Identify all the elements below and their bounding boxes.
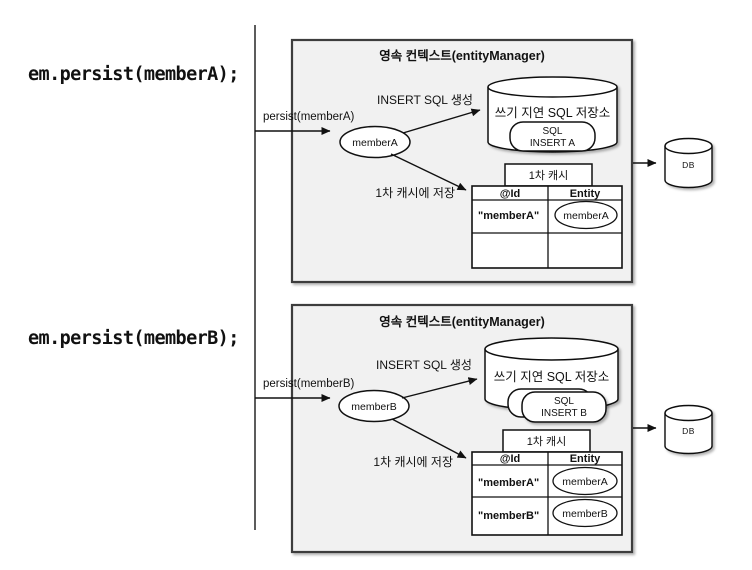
persist-arrow-label-a: persist(memberA) <box>263 111 355 123</box>
table-header-id-a: @Id <box>500 188 521 200</box>
insert-sql-label-a: INSERT SQL 생성 <box>377 93 473 107</box>
table-row1-entity-ellipse-a <box>554 200 618 230</box>
table-row1-entity-label-a: memberA <box>563 210 609 222</box>
sql-pill-line1-b: SQL <box>554 396 574 407</box>
persist-arrow-label-b: persist(memberB) <box>263 378 355 390</box>
table-row2-entity-label-b: memberB <box>562 508 608 520</box>
cache-tab-label-b: 1차 캐시 <box>527 435 567 448</box>
db-label-b: DB <box>682 426 695 436</box>
table-header-entity-b: Entity <box>570 453 601 465</box>
db-label-a: DB <box>682 160 695 170</box>
table-row1-entity-ellipse-b <box>552 466 618 496</box>
entity-ellipse-label-a: memberA <box>352 137 398 149</box>
table-row1-id-b: "memberA" <box>478 477 539 489</box>
db-cylinder-a <box>664 137 713 189</box>
cache-save-label-a: 1차 캐시에 저장 <box>375 186 455 200</box>
entity-ellipse-a <box>339 125 411 159</box>
cache-table-b: @Id Entity "memberA" memberA "memberB" m… <box>471 451 623 536</box>
diagram-b: 영속 컨텍스트(entityManager) persist(memberB) … <box>255 303 713 554</box>
entity-ellipse-b <box>338 389 410 423</box>
cache-save-arrow-b <box>391 418 467 459</box>
diagram-a: 영속 컨텍스트(entityManager) persist(memberA) … <box>255 38 713 284</box>
sql-store-title-b: 쓰기 지연 SQL 저장소 <box>494 370 609 384</box>
table-row2-entity-ellipse-b <box>552 498 618 528</box>
table-header-id-b: @Id <box>500 453 521 465</box>
sql-pill-a <box>509 121 596 152</box>
persistence-context-title-b: 영속 컨텍스트(entityManager) <box>379 314 545 329</box>
table-row1-id-a: "memberA" <box>478 210 539 222</box>
sql-pill-line2-b: INSERT B <box>541 408 587 419</box>
table-row2-id-b: "memberB" <box>478 510 539 522</box>
insert-sql-arrow-b <box>401 377 478 399</box>
db-cylinder-b <box>664 404 713 455</box>
timeline-guide-line <box>254 25 256 530</box>
sql-pill-line1-a: SQL <box>542 126 562 137</box>
insert-sql-arrow-a <box>402 108 481 134</box>
cache-tab-label-a: 1차 캐시 <box>529 169 569 182</box>
sql-pill-front-b <box>521 391 607 423</box>
table-header-entity-a: Entity <box>570 188 601 200</box>
insert-sql-label-b: INSERT SQL 생성 <box>376 358 472 372</box>
code-statement-b: em.persist(memberB); <box>28 328 239 349</box>
entity-ellipse-label-b: memberB <box>351 401 397 413</box>
table-row1-entity-label-b: memberA <box>562 476 608 488</box>
sql-pill-line2-a: INSERT A <box>530 138 576 149</box>
code-statement-a: em.persist(memberA); <box>28 64 239 85</box>
cache-save-label-b: 1차 캐시에 저장 <box>373 455 453 469</box>
cache-table-a: @Id Entity "memberA" memberA <box>471 185 623 269</box>
sql-store-title-a: 쓰기 지연 SQL 저장소 <box>495 106 610 120</box>
cache-save-arrow-a <box>390 153 467 191</box>
persistence-context-title-a: 영속 컨텍스트(entityManager) <box>379 48 545 63</box>
